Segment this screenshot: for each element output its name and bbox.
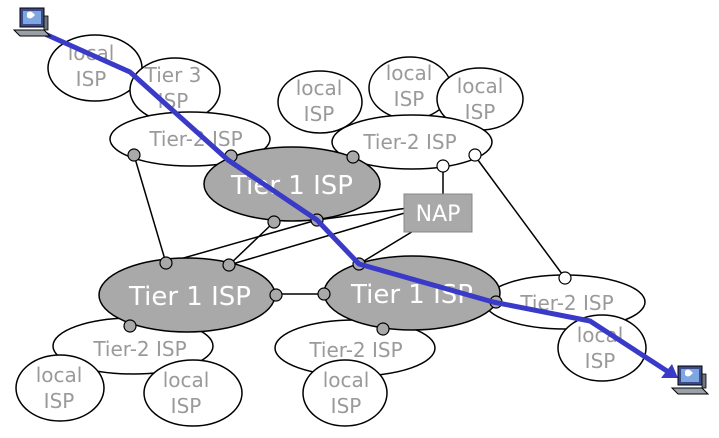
router-node: [222, 258, 236, 272]
local-label: local: [163, 368, 210, 392]
isp-label: ISP: [465, 100, 496, 124]
local-isp-labels: local ISP local ISP local ISP local ISP …: [36, 41, 624, 418]
router-node: [346, 150, 360, 164]
link-line: [228, 221, 275, 266]
tier2-label: Tier-2 ISP: [362, 130, 456, 154]
tier2-labels: Tier-2 ISP Tier-2 ISP Tier-2 ISP Tier-2 …: [92, 127, 613, 362]
router-node: [269, 288, 283, 302]
local-isp: [277, 70, 363, 134]
router-node: [267, 215, 281, 229]
connection-lines: [133, 154, 566, 295]
router-node: [123, 319, 137, 333]
router-node: [376, 322, 390, 336]
tier1-labels: Tier 1 ISP Tier 1 ISP Tier 1 ISP: [128, 171, 473, 312]
nap-label: NAP: [416, 202, 461, 227]
tier2-label: Tier-2 ISP: [92, 337, 186, 361]
local-label: local: [457, 74, 504, 98]
isp-label: ISP: [171, 394, 202, 418]
link-line: [165, 219, 318, 264]
router-node: [127, 148, 141, 162]
local-isp: [143, 359, 243, 427]
route-arrowhead: [661, 364, 678, 378]
router-node: [436, 159, 450, 173]
routers-white: [436, 148, 572, 285]
tier2-label: Tier-2 ISP: [308, 338, 402, 362]
isp-label: ISP: [331, 394, 362, 418]
local-label: local: [36, 363, 83, 387]
isp-label: ISP: [76, 67, 107, 91]
link-line: [133, 154, 167, 264]
link-line: [228, 211, 409, 266]
computer-icon: [670, 365, 710, 395]
tier1-isp: [203, 146, 381, 222]
isp-label: ISP: [394, 87, 425, 111]
isp-label: ISP: [585, 349, 616, 373]
isp-label: ISP: [304, 102, 335, 126]
link-line: [474, 155, 566, 279]
router-node: [317, 287, 331, 301]
local-label: local: [386, 61, 433, 85]
router-node: [159, 256, 173, 270]
computer-icon: [12, 7, 52, 37]
route-path: [43, 31, 672, 376]
router-node: [558, 271, 572, 285]
tier3-label: Tier 3: [144, 63, 202, 87]
local-label: local: [323, 368, 370, 392]
tier1-isps: [98, 146, 501, 333]
tier2-isp: [331, 114, 493, 170]
tier1-label: Tier 1 ISP: [350, 280, 473, 310]
tier1-label: Tier 1 ISP: [128, 282, 251, 312]
local-label: local: [296, 76, 343, 100]
link-line: [316, 207, 409, 221]
local-isp: [557, 314, 647, 382]
local-isp: [15, 354, 105, 422]
isp-label: ISP: [44, 389, 75, 413]
link-line: [358, 229, 416, 265]
local-isp: [302, 359, 388, 427]
local-isp-clouds-bottom: [15, 314, 647, 427]
nap-box: [403, 193, 473, 233]
router-node: [468, 148, 482, 162]
